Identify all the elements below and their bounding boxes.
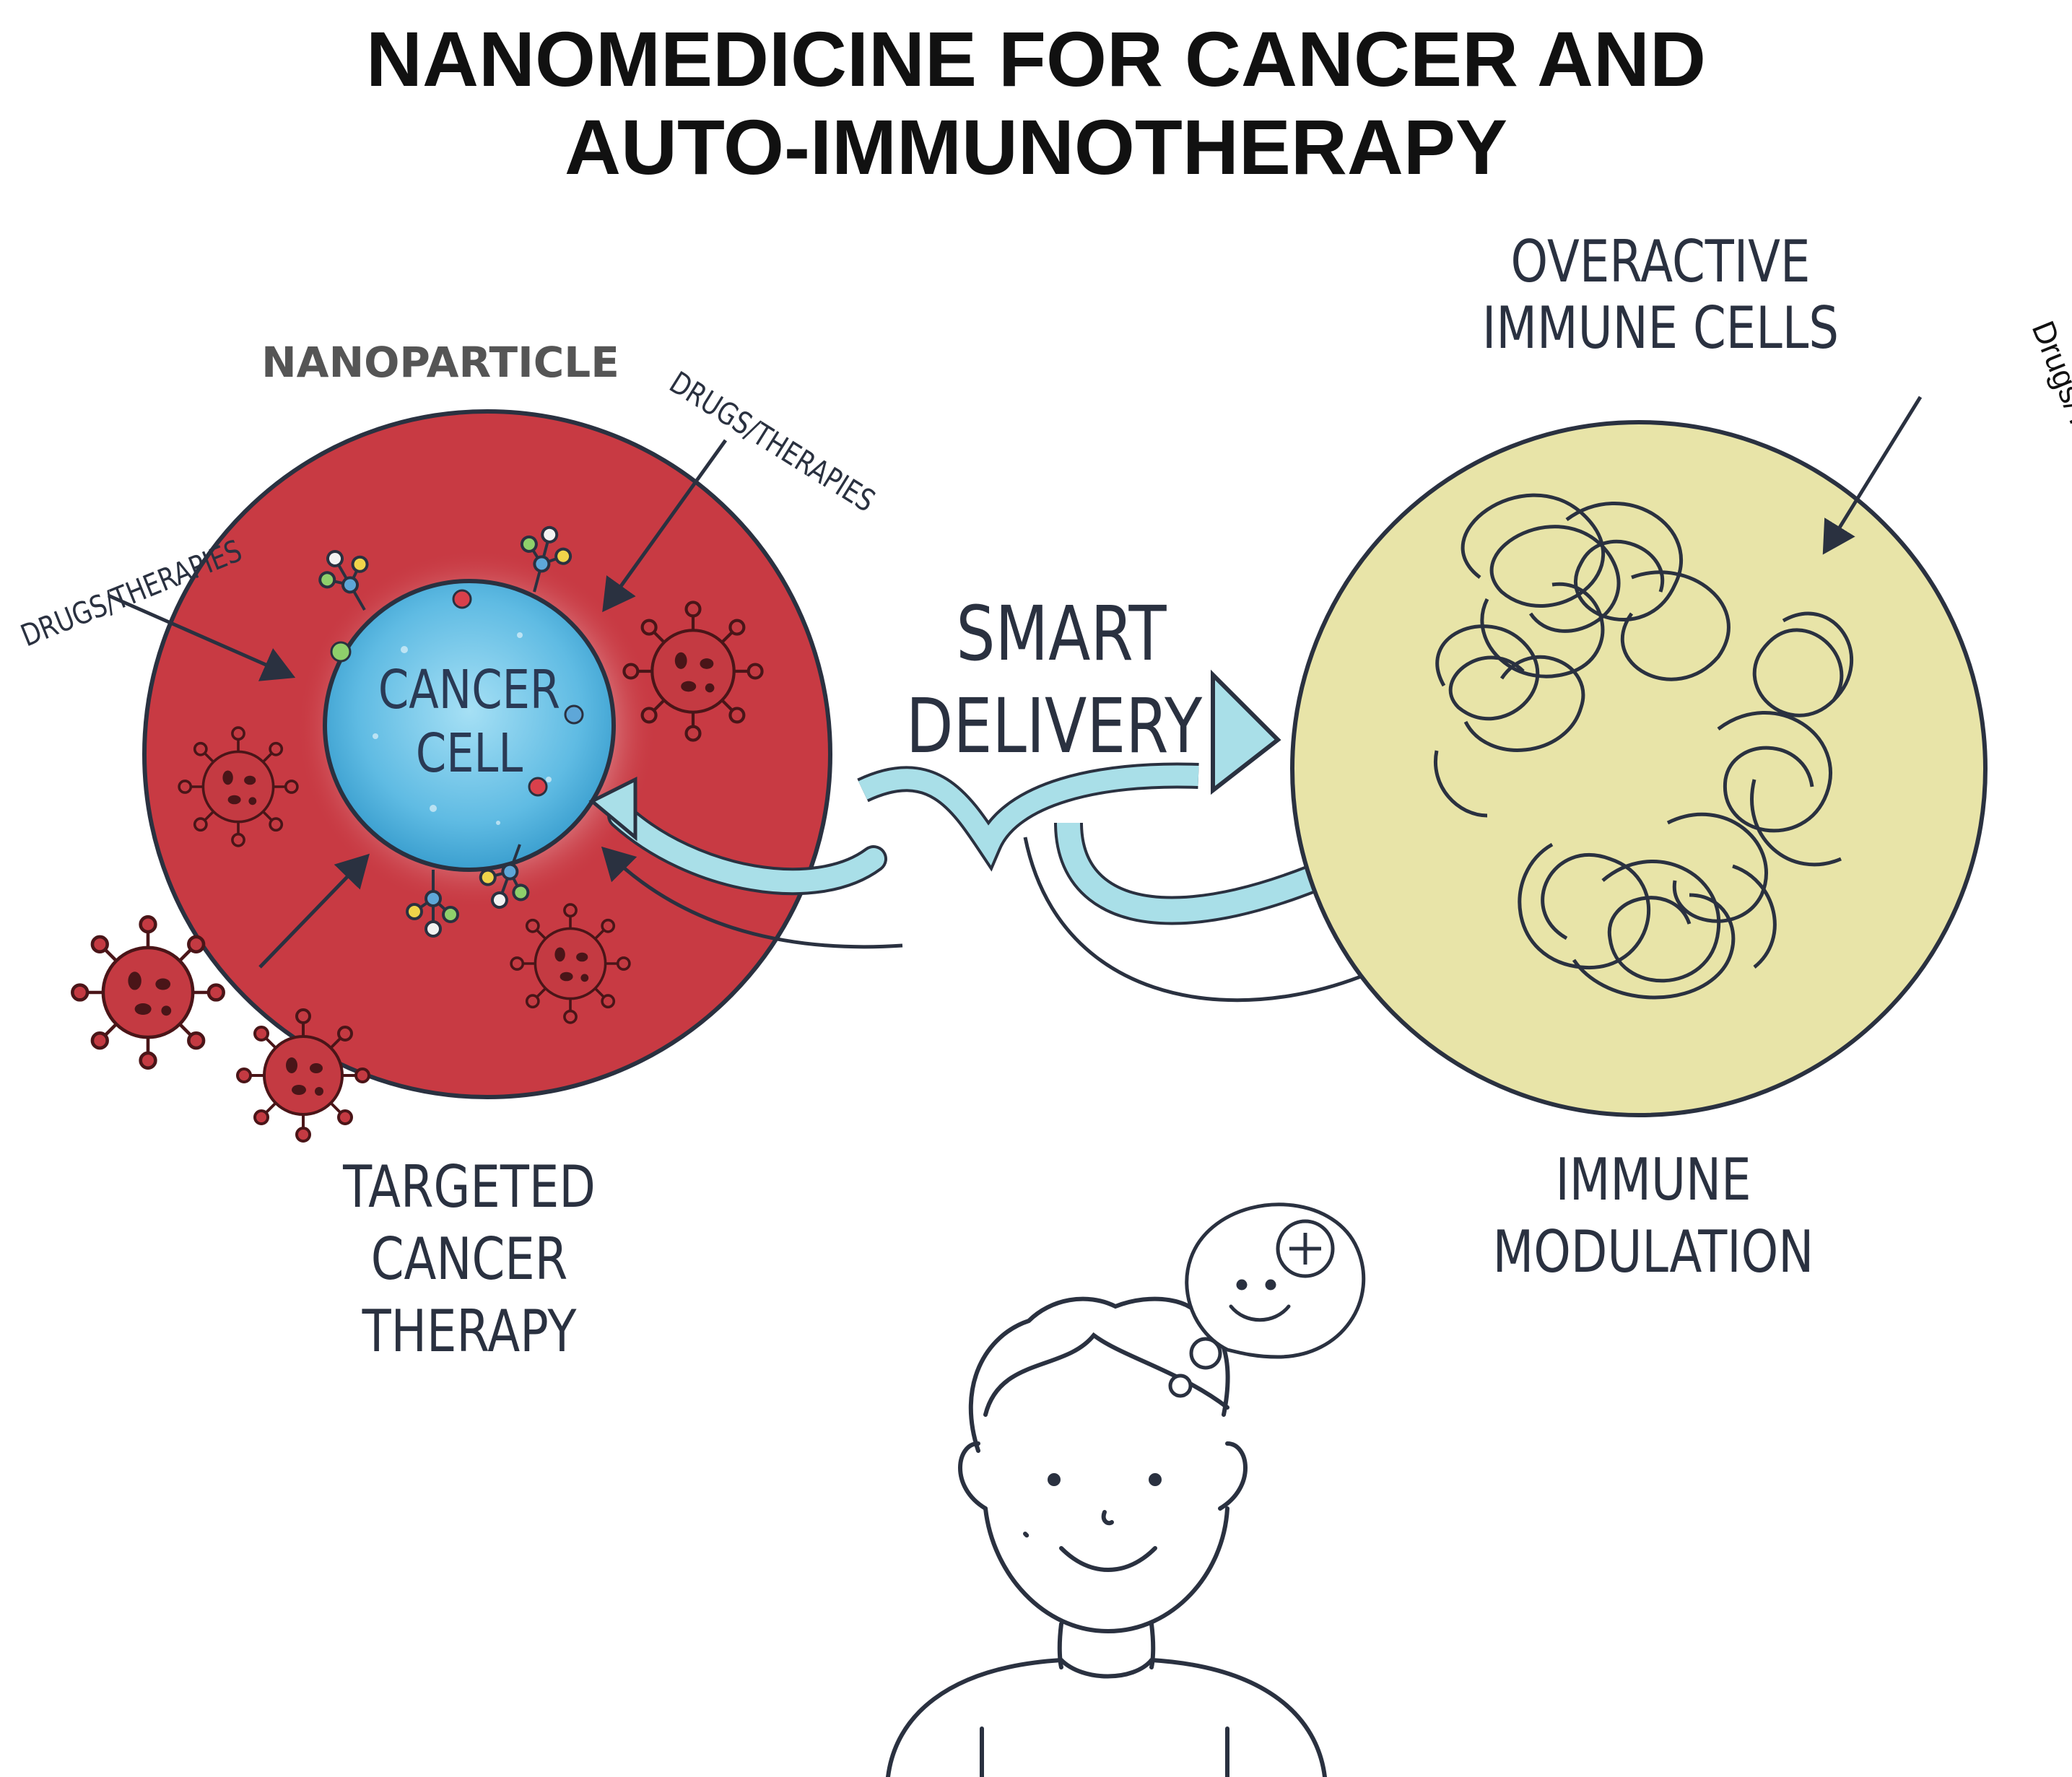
targeted-label-1: TARGETED: [343, 1153, 596, 1221]
cancer-cell-circle: [323, 579, 616, 872]
receptor-dot: [330, 641, 352, 663]
delivery-arrowhead: [1211, 669, 1281, 795]
cancer-cell-speckles: [373, 632, 552, 825]
drug-arrow: [602, 439, 728, 613]
immune-label-2: MODULATION: [1492, 1218, 1814, 1285]
virus-icon: [624, 602, 762, 740]
virus-icon: [236, 1008, 370, 1143]
drug-arrow-right: [1822, 396, 1923, 555]
cyan-arrow-top: [858, 765, 1199, 866]
plus-icon: [1276, 1219, 1335, 1278]
drug-arrow: [107, 593, 296, 681]
targeted-label-2: CANCER: [370, 1226, 568, 1293]
cyan-arrow-left: [610, 805, 884, 893]
targeted-label-3: THERAPY: [362, 1298, 577, 1365]
return-arrow: [601, 846, 903, 949]
cancer-cell-label-2: CELL: [415, 722, 523, 785]
tangled-cell-icon: [1434, 493, 1854, 1000]
thought-bubble-icon: [1168, 1202, 1366, 1398]
immune-circle: [1290, 420, 1988, 1117]
person-icon: [886, 1296, 1327, 1777]
virus-icon: [72, 917, 223, 1067]
title-line-1: NANOMEDICINE FOR CANCER AND: [366, 15, 1706, 102]
cancer-cell-label-1: CANCER: [378, 659, 561, 721]
overactive-label-1: OVERACTIVE: [1510, 228, 1811, 295]
receptor-dot: [528, 777, 548, 797]
nanoparticle-label: NANOPARTICLE: [261, 338, 619, 387]
receptor-dot: [452, 589, 472, 609]
delivery-label: DELIVERY: [905, 682, 1203, 770]
virus-icon: [178, 726, 299, 847]
virus-icon: [510, 903, 631, 1024]
smart-label: SMART: [956, 590, 1167, 678]
title-line-2: AUTO-IMMUNOTHERAPY: [565, 103, 1507, 191]
immune-label-1: IMMUNE: [1555, 1146, 1751, 1213]
drug-arrow: [258, 853, 370, 969]
overactive-label-2: IMMUNE CELLS: [1482, 294, 1839, 362]
receptor-dot: [564, 704, 584, 725]
